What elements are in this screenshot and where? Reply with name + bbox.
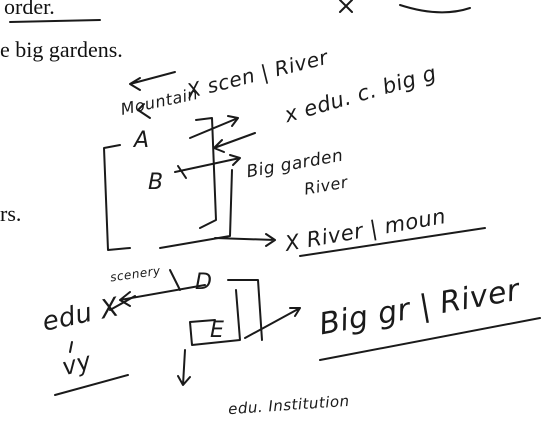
ink-line-e-right — [227, 279, 263, 341]
ink-b-marks — [177, 165, 187, 179]
ink-bracket-e — [189, 289, 241, 346]
label-a: A — [134, 128, 150, 153]
ink-arrow-b-garden — [174, 154, 241, 173]
ink-bracket-ab — [195, 117, 217, 229]
ink-arrow-a-to-scene — [189, 115, 239, 139]
ink-arrow-mountain — [129, 71, 176, 91]
ink-arrow-a — [137, 103, 151, 119]
printed-line-1: order. — [4, 0, 55, 19]
ink-underline-top — [9, 19, 101, 23]
printed-line-3: rs. — [0, 201, 22, 226]
ink-arrow-d-left — [119, 284, 206, 307]
label-e: E — [210, 318, 225, 343]
ink-arrow-edu-x — [109, 295, 136, 311]
ink-arrow-e — [244, 307, 301, 339]
ink-curve-top-right — [399, 4, 471, 14]
ink-mark-top-x — [339, 0, 353, 13]
ink-arrow-edu — [213, 132, 256, 153]
ink-arrow-d-mark — [169, 269, 181, 291]
label-d: D — [195, 270, 213, 295]
label-b: B — [148, 170, 164, 195]
ink-bracket-c — [159, 169, 233, 249]
ink-underline-river — [299, 227, 486, 257]
ink-arrow-down — [177, 349, 191, 386]
ink-arrow-c-river — [214, 233, 276, 247]
ink-underline-vy — [54, 374, 129, 396]
ink-mark-left — [69, 341, 73, 353]
printed-line-2: e big gardens. — [0, 37, 123, 62]
ink-underline-big-gr — [319, 317, 541, 361]
ink-bracket-left — [103, 144, 131, 251]
